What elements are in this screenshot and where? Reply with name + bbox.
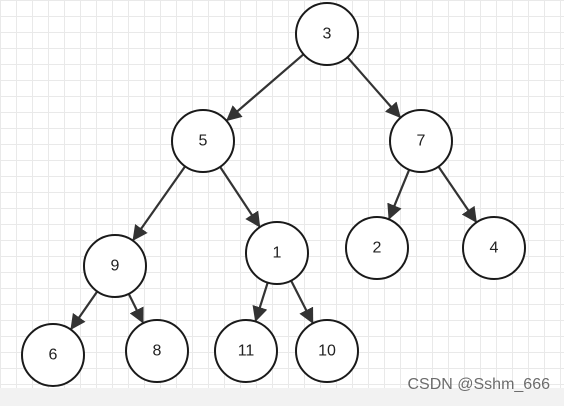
tree-node-8: 8 (125, 319, 189, 383)
node-circle (389, 109, 453, 173)
node-label: 6 (49, 347, 58, 364)
tree-node-7: 7 (389, 109, 453, 173)
node-circle (83, 234, 147, 298)
node-circle (462, 216, 526, 280)
edge-n7-n2 (387, 169, 411, 220)
nodes-layer: 3 5 7 9 1 2 4 6 8 11 10 (21, 2, 526, 387)
edge-n7-n4 (437, 165, 477, 223)
tree-node-4: 4 (462, 216, 526, 280)
node-label: 7 (417, 133, 426, 150)
tree-node-3: 3 (295, 2, 359, 66)
node-label: 9 (111, 258, 120, 275)
edge-n9-n8 (127, 293, 144, 324)
node-circle (125, 319, 189, 383)
node-circle (295, 2, 359, 66)
node-circle (295, 319, 359, 383)
edge-n3-n7 (346, 56, 401, 119)
node-label: 2 (373, 240, 382, 257)
tree-node-2: 2 (345, 216, 409, 280)
node-label: 11 (238, 343, 255, 360)
tree-node-11: 11 (214, 319, 278, 383)
edge-n9-n6 (70, 290, 99, 330)
edges-layer (70, 53, 477, 330)
node-label: 3 (323, 26, 332, 43)
node-label: 4 (490, 240, 499, 257)
bottom-strip (0, 388, 564, 406)
tree-node-9: 9 (83, 234, 147, 298)
node-circle (345, 216, 409, 280)
tree-node-1: 1 (245, 221, 309, 285)
edge-n1-n11 (252, 282, 269, 322)
tree-node-5: 5 (171, 109, 235, 173)
edge-n5-n1 (219, 166, 261, 228)
edge-n1-n10 (290, 280, 314, 324)
node-label: 10 (318, 343, 336, 360)
node-circle (214, 319, 278, 383)
node-circle (21, 323, 85, 387)
edge-n5-n9 (132, 165, 187, 242)
tree-node-10: 10 (295, 319, 359, 383)
tree-node-6: 6 (21, 323, 85, 387)
node-circle (245, 221, 309, 285)
edge-n3-n5 (226, 53, 305, 122)
watermark-text: CSDN @Sshm_666 (407, 376, 550, 393)
node-label: 8 (153, 343, 162, 360)
node-label: 1 (273, 245, 282, 262)
node-label: 5 (199, 133, 208, 150)
node-circle (171, 109, 235, 173)
